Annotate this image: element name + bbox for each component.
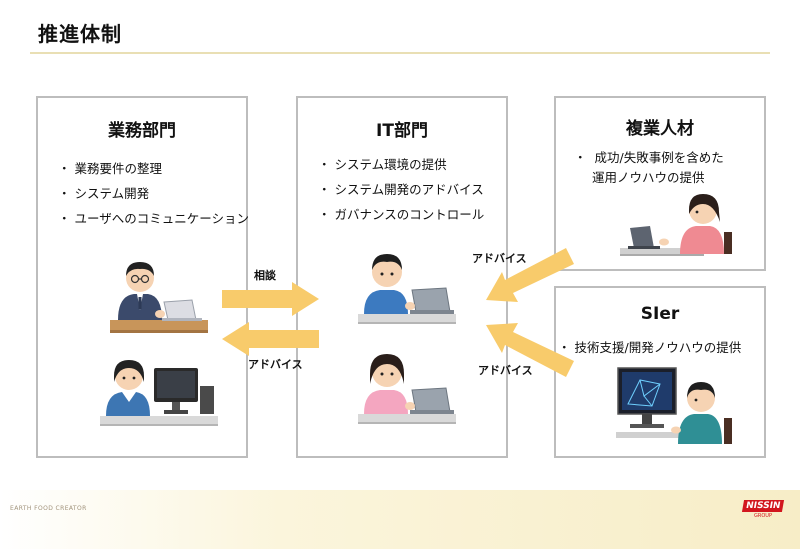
it-department-title: IT部門 xyxy=(376,121,428,141)
list-item: 業務要件の整理 xyxy=(58,156,249,181)
advice-to-business-arrow-label: アドバイス xyxy=(248,358,303,371)
side-job-woman-laptop-illustration xyxy=(620,194,732,256)
business-department-panel: 業務部門 業務要件の整理 システム開発 ユーザへのコミュニケーション xyxy=(36,96,250,458)
advice-from-sier-arrow xyxy=(486,323,574,377)
it-department-panel: IT部門 システム環境の提供 システム開発のアドバイス ガバナンスのコントロール xyxy=(296,96,508,458)
sier-list: 技術支援/開発ノウハウの提供 xyxy=(558,338,742,358)
logo-main-text: NISSIN xyxy=(741,500,785,512)
side-job-talent-title: 複業人材 xyxy=(626,119,694,139)
business-woman-desktop-illustration xyxy=(100,360,218,426)
sier-title: SIer xyxy=(640,304,680,324)
logo-sub-text: GROUP xyxy=(754,513,772,519)
business-department-list: 業務要件の整理 システム開発 ユーザへのコミュニケーション xyxy=(58,156,250,231)
sier-engineer-cad-illustration xyxy=(616,367,732,444)
it-man-laptop-illustration xyxy=(358,254,456,324)
footer-tagline: EARTH FOOD CREATOR xyxy=(10,505,87,512)
list-item: 技術支援/開発ノウハウの提供 xyxy=(558,338,742,358)
it-woman-laptop-illustration xyxy=(358,354,456,424)
list-item: システム環境の提供 xyxy=(318,152,484,177)
consult-arrow xyxy=(222,282,319,316)
advice-to-business-arrow-shape xyxy=(222,322,319,356)
list-item: システム開発のアドバイス xyxy=(318,177,484,202)
page-title: 推進体制 xyxy=(38,22,122,46)
advice-to-business-arrow xyxy=(222,322,319,356)
sier-panel: SIer 技術支援/開発ノウハウの提供 xyxy=(554,286,766,458)
side-job-item-line1: 成功/失敗事例を含めた xyxy=(594,150,724,165)
footer-band xyxy=(0,490,800,549)
side-job-talent-panel: 複業人材 成功/失敗事例を含めた 運用ノウハウの提供 xyxy=(554,96,766,271)
list-item: 成功/失敗事例を含めた xyxy=(574,148,724,168)
side-job-talent-list: 成功/失敗事例を含めた xyxy=(574,148,724,168)
it-department-list: システム環境の提供 システム開発のアドバイス ガバナンスのコントロール xyxy=(318,152,485,227)
list-item: ユーザへのコミュニケーション xyxy=(58,206,250,231)
advice-from-side-job-arrow-shape xyxy=(486,248,574,302)
list-item: システム開発 xyxy=(58,181,249,206)
title-underline xyxy=(30,52,770,54)
side-job-item-line2: 運用ノウハウの提供 xyxy=(592,170,705,185)
advice-from-sier-arrow-label: アドバイス xyxy=(478,364,533,377)
business-man-laptop-illustration xyxy=(110,262,208,333)
list-item: ガバナンスのコントロール xyxy=(318,202,485,227)
consult-arrow-label: 相談 xyxy=(254,269,276,282)
nissin-group-logo: NISSIN GROUP xyxy=(734,493,792,519)
advice-from-sier-arrow-shape xyxy=(486,323,574,377)
advice-from-side-job-arrow-label: アドバイス xyxy=(472,252,527,265)
business-department-title: 業務部門 xyxy=(108,121,176,141)
advice-from-side-job-arrow xyxy=(486,248,574,302)
consult-arrow-shape xyxy=(222,282,319,316)
